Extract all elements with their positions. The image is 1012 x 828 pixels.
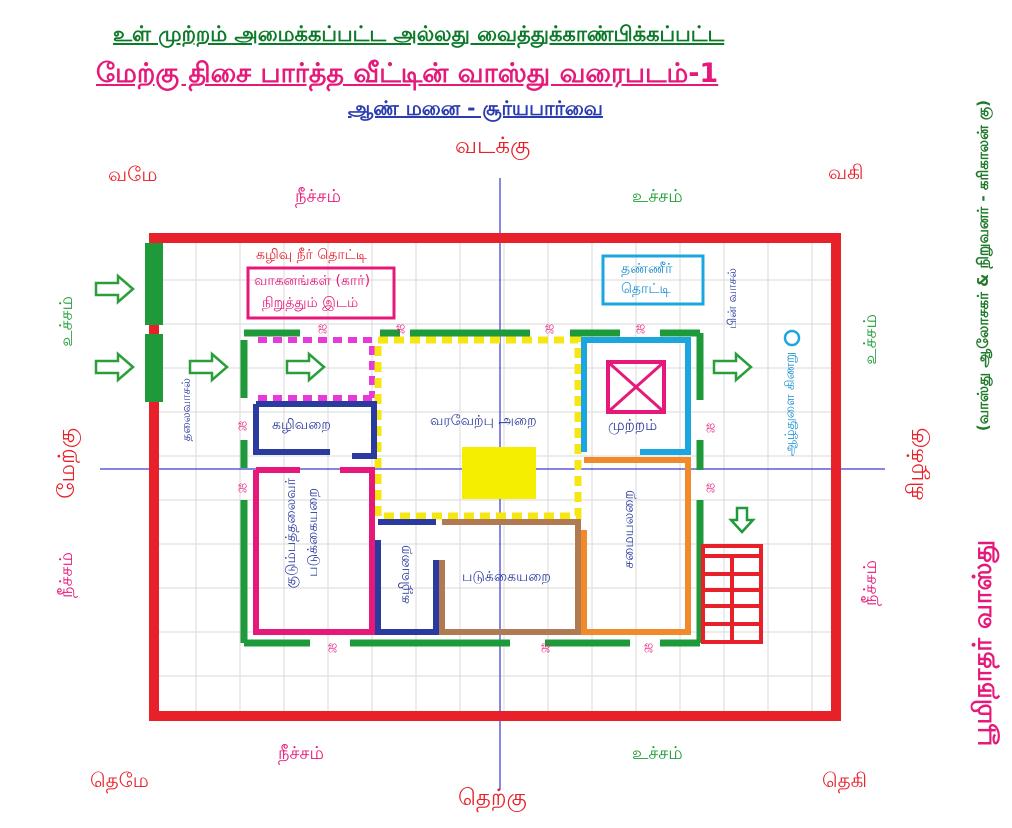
zone-bottom-left: நீச்சம் <box>278 743 324 764</box>
courtyard-open-box <box>606 360 666 414</box>
window-mark: ஜ <box>238 479 248 492</box>
toilet-bottom-outline <box>375 540 439 635</box>
house-walls <box>240 329 704 647</box>
plot-boundary <box>149 233 841 721</box>
bedroom-outline <box>439 519 581 635</box>
zone-left-bottom: நீச்சம் <box>56 552 77 598</box>
courtyard-outline <box>581 337 691 455</box>
direction-north: வடக்கு <box>455 133 531 159</box>
living-room-outline <box>374 336 582 520</box>
window-mark: ஜ <box>706 479 716 492</box>
zone-top-left: நீச்சம் <box>295 186 341 207</box>
brahmasthanam <box>462 447 536 499</box>
water-tank-box <box>601 254 705 306</box>
master-bedroom-label-1: குடும்பத்தலைவர் <box>283 478 299 589</box>
window-mark: ஜ <box>238 417 248 430</box>
courtyard-label: முற்றம் <box>608 416 658 434</box>
zone-right-top: உச்சம் <box>860 314 881 365</box>
corner-ne: வகி <box>828 160 864 184</box>
window-mark: ஜ <box>636 320 646 333</box>
direction-west: மேற்கு <box>54 428 80 499</box>
window-mark: ஜ <box>706 419 716 432</box>
parking-area-top <box>258 337 375 398</box>
main-door-arrow-icon <box>188 351 229 383</box>
window-mark: ஜ <box>644 639 654 652</box>
main-gate-1 <box>145 243 163 325</box>
direction-south: தெற்கு <box>458 785 527 811</box>
kitchen-label: சமையலறை <box>621 490 637 569</box>
window-mark: ஜ <box>328 639 338 652</box>
water-tank-label-1: தண்ணீர் <box>621 261 673 277</box>
bedroom-label: படுக்கையறை <box>462 569 551 585</box>
septic-tank-label: கழிவு நீர் தொட்டி <box>256 247 367 263</box>
toilet-top-outline <box>256 401 377 459</box>
credits-title: பூமிநாதர் வாஸ்து <box>968 540 998 747</box>
staircase <box>701 544 763 644</box>
master-bedroom-label-2: படுக்கையறை <box>305 488 321 577</box>
credits-subtitle: (வாஸ்து ஆலோசகர் & நிறுவனர் - கரிகாலன் கு… <box>974 100 992 432</box>
diagram-title: மேற்கு திசை பார்த்த வீட்டின் வாஸ்து வரைப… <box>96 58 719 89</box>
zone-top-right: உச்சம் <box>632 186 683 207</box>
back-door-label: பின் வாசல் <box>725 268 739 329</box>
zone-left-top: உச்சம் <box>56 296 77 347</box>
borewell-icon <box>783 329 801 347</box>
staircase-arrow-icon <box>728 506 756 534</box>
window-mark: ஜ <box>541 639 551 652</box>
window-mark: ஜ <box>545 320 555 333</box>
window-mark: ஜ <box>396 320 406 333</box>
zone-right-bottom: நீச்சம் <box>860 560 881 606</box>
back-door-arrow-icon <box>712 351 753 383</box>
corner-se: தெகி <box>822 768 867 792</box>
entry-arrow-icon <box>94 351 135 383</box>
entry-arrow-icon <box>94 273 135 305</box>
zone-bottom-right: உச்சம் <box>632 743 683 764</box>
borewell-label: ஆழ்துளை கிணறு <box>783 352 798 457</box>
parking-label-1: வாகனங்கள் (கார்) <box>254 273 371 289</box>
diagram-subtitle: ஆண் மனை - சூர்யபார்வை <box>348 96 603 120</box>
window-mark: ஜ <box>318 320 328 333</box>
water-tank-label-2: தொட்டி <box>621 281 671 297</box>
parking-label-2: நிறுத்தும் இடம் <box>262 295 359 311</box>
corner-sw: தெமே <box>90 768 149 792</box>
parking-label-box <box>246 266 396 320</box>
main-door-label: தலைவாசல் <box>179 378 193 442</box>
living-room-label: வரவேற்பு அறை <box>430 413 537 429</box>
toilet-top-label: கழிவறை <box>272 417 331 433</box>
kitchen-outline <box>581 457 691 635</box>
parking-arrow-icon <box>285 351 326 383</box>
main-gate-2 <box>145 334 163 402</box>
toilet-bottom-label: கழிவறை <box>397 545 413 604</box>
master-bedroom-outline <box>253 467 375 635</box>
corner-nw: வமே <box>108 162 158 186</box>
direction-east: கிழக்கு <box>903 428 929 501</box>
header-line-1: உள் முற்றம் அமைக்கப்பட்ட அல்லது வைத்துக்… <box>113 22 725 46</box>
